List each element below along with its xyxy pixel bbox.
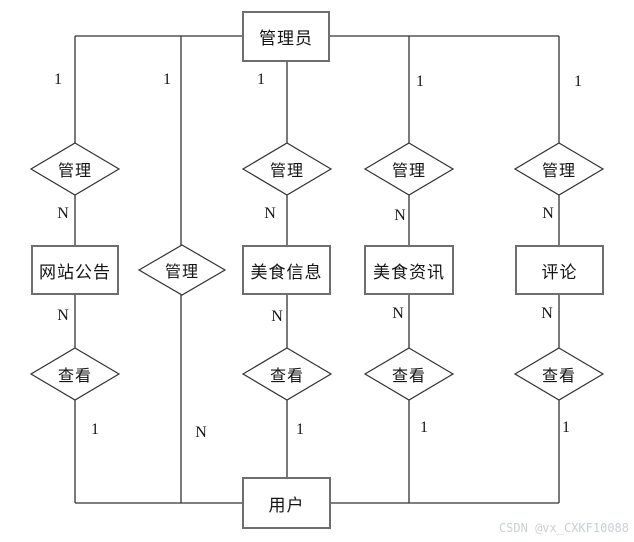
cardinality-many-label: N <box>394 207 406 224</box>
entity-food-info: 美食信息 <box>242 245 331 295</box>
cardinality-one-label: 1 <box>420 419 428 436</box>
view-food-news-label: 查看 <box>391 368 427 385</box>
manage-food-info-diamond <box>241 142 333 196</box>
cardinality-many-label: N <box>541 305 553 322</box>
manage-food-info-label: 管理 <box>269 163 305 180</box>
view-food-news-diamond <box>363 347 455 401</box>
view-announcement-label: 查看 <box>57 368 93 385</box>
relationship-diamond-group <box>29 142 605 401</box>
cardinality-many-label: N <box>271 308 283 325</box>
cardinality-one-label: 1 <box>54 71 62 88</box>
cardinality-many-label: N <box>195 424 207 441</box>
cardinality-one-label: 1 <box>416 73 424 90</box>
entity-admin: 管理员 <box>242 11 330 62</box>
view-comment-diamond <box>513 347 605 401</box>
cardinality-many-label: N <box>57 205 69 222</box>
cardinality-many-label: N <box>392 305 404 322</box>
entity-site-announcement: 网站公告 <box>31 245 119 295</box>
manage-user-label: 管理 <box>164 264 200 281</box>
entity-user: 用户 <box>242 477 331 529</box>
entity-food-news: 美食资讯 <box>364 245 454 295</box>
manage-food-news-label: 管理 <box>391 163 427 180</box>
manage-user-diamond <box>137 244 227 296</box>
manage-announcement-label: 管理 <box>57 163 93 180</box>
manage-comment-label: 管理 <box>541 163 577 180</box>
cardinality-one-label: 1 <box>574 73 582 90</box>
cardinality-many-label: N <box>57 307 69 324</box>
cardinality-one-label: 1 <box>296 421 304 438</box>
manage-comment-diamond <box>513 142 605 196</box>
cardinality-one-label: 1 <box>91 421 99 438</box>
manage-food-news-diamond <box>363 142 455 196</box>
cardinality-one-label: 1 <box>163 71 171 88</box>
cardinality-many-label: N <box>264 205 276 222</box>
manage-announcement-diamond <box>29 142 121 196</box>
view-comment-label: 查看 <box>541 368 577 385</box>
view-announcement-diamond <box>29 347 121 401</box>
csdn-watermark: CSDN @vx_CXKF10088 <box>498 521 629 535</box>
view-food-info-diamond <box>241 347 333 401</box>
entity-comment: 评论 <box>515 245 604 295</box>
cardinality-many-label: N <box>542 205 554 222</box>
view-food-info-label: 查看 <box>269 368 305 385</box>
cardinality-one-label: 1 <box>257 71 265 88</box>
cardinality-one-label: 1 <box>562 419 570 436</box>
